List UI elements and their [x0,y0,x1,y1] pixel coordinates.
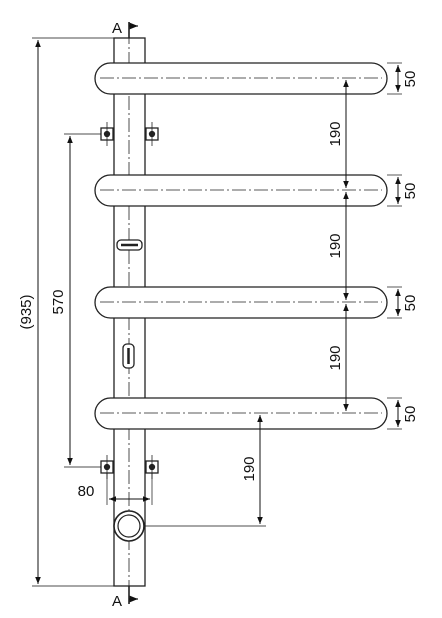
switch-vertical [122,343,135,369]
switch-horizontal [116,239,143,251]
dim-mount-width-label: 80 [78,483,95,500]
pipe-connection [113,510,145,542]
bracket-top-left [100,122,114,146]
dim-bar-diameter-1-label: 50 [402,71,419,88]
dim-bar-spacing-2-label: 190 [327,233,344,258]
dim-bar-diameter-4-label: 50 [402,406,419,423]
bar-2 [94,174,388,207]
bracket-top-right [145,122,159,146]
section-label-bottom: A [112,593,122,610]
bar-1 [94,62,388,95]
bar-4 [94,397,388,430]
bar-3 [94,286,388,319]
bracket-bottom-right [145,455,159,479]
dim-bar-diameter-3-label: 50 [402,295,419,312]
section-label-top: A [112,20,122,37]
dim-bar-diameter-2-label: 50 [402,183,419,200]
dim-bar-spacing-1-label: 190 [327,121,344,146]
dim-bar-spacing-3-label: 190 [327,345,344,370]
dim-overall-height-label: (935) [18,294,35,329]
dim-mount-spacing-label: 570 [50,289,67,314]
dim-lower-offset-label: 190 [241,456,258,481]
